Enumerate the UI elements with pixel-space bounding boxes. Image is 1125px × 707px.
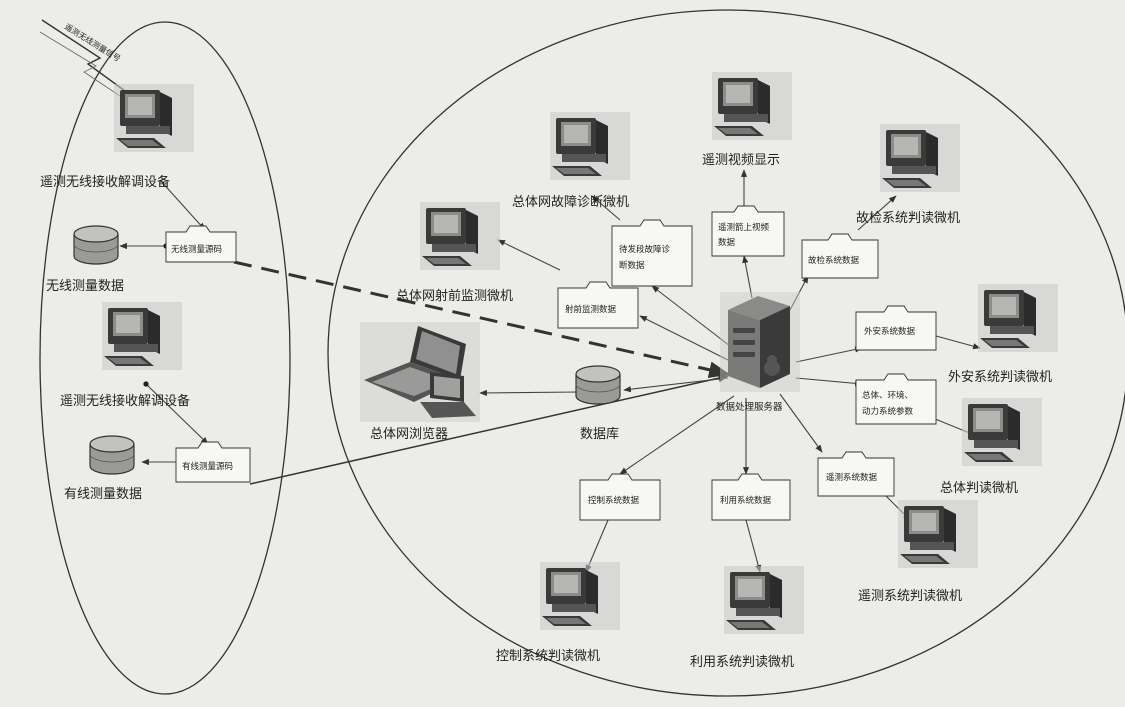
rx2-computer-icon bbox=[102, 302, 182, 370]
link-server-video bbox=[742, 255, 753, 299]
right-zone bbox=[327, 9, 1125, 697]
left-zone bbox=[39, 21, 291, 695]
prelaunch-computer-icon bbox=[420, 202, 500, 270]
video-data-line2: 数据 bbox=[718, 237, 736, 248]
overall-computer-icon bbox=[962, 398, 1042, 466]
link-safety-pc bbox=[935, 335, 981, 350]
browser-label: 总体网浏览器 bbox=[370, 426, 448, 442]
fault-pc-label: 总体网故障诊断微机 bbox=[512, 195, 629, 210]
link-rx1-wirelesscode bbox=[159, 179, 206, 231]
link-server-power bbox=[795, 377, 863, 387]
wireless-code-label: 无线测量源码 bbox=[171, 244, 222, 255]
fault-data-box: 待发段故障诊 断数据 bbox=[611, 219, 693, 287]
wired-code-box: 有线测量源码 bbox=[175, 441, 251, 483]
link-server-control bbox=[619, 395, 735, 475]
browser-laptop-icon bbox=[360, 322, 480, 422]
faultcheck-data-label: 故检系统数据 bbox=[808, 255, 860, 266]
link-rx2-wiredcode bbox=[143, 381, 209, 445]
wired-code-label: 有线测量源码 bbox=[182, 461, 233, 472]
faultcheck-pc-label: 故检系统判读微机 bbox=[856, 211, 960, 226]
video-computer-icon bbox=[712, 72, 792, 140]
database-label: 数据库 bbox=[580, 426, 619, 442]
power-data-line2: 动力系统参数 bbox=[862, 406, 914, 417]
link-faultcheck-pc bbox=[857, 195, 897, 231]
signal-lightning-icon bbox=[39, 19, 133, 101]
safety-data-box: 外安系统数据 bbox=[855, 305, 937, 351]
video-data-line1: 遥测箭上视频 bbox=[718, 222, 770, 233]
telemetry-data-label: 遥测系统数据 bbox=[826, 472, 878, 483]
control-computer-icon bbox=[540, 562, 620, 630]
server-label: 数据处理服务器 bbox=[716, 401, 783, 413]
wireless-db-label: 无线测量数据 bbox=[46, 279, 124, 294]
utilization-pc-label: 利用系统判读微机 bbox=[690, 655, 794, 670]
link-wiredcode-server bbox=[249, 373, 730, 485]
power-data-box: 总体、环境、 动力系统参数 bbox=[855, 373, 937, 425]
prelaunch-pc-label: 总体网射前监测微机 bbox=[396, 288, 513, 304]
link-server-telemetry bbox=[779, 393, 823, 453]
video-data-box: 遥测箭上视频 数据 bbox=[711, 205, 785, 257]
link-server-faultcheck bbox=[789, 275, 809, 311]
rx1-label: 遥测无线接收解调设备 bbox=[40, 174, 170, 190]
safety-pc-label: 外安系统判读微机 bbox=[948, 370, 1052, 385]
telemetry-data-box: 遥测系统数据 bbox=[817, 451, 895, 497]
link-utilization-pc bbox=[745, 519, 762, 573]
faultcheck-computer-icon bbox=[880, 124, 960, 192]
link-server-safety bbox=[795, 346, 863, 363]
telemetry-pc-label: 遥测系统判读微机 bbox=[858, 589, 962, 604]
prelaunch-data-box: 射前监测数据 bbox=[557, 281, 639, 329]
wireless-code-box: 无线测量源码 bbox=[165, 225, 237, 263]
power-data-line1: 总体、环境、 bbox=[862, 390, 913, 401]
link-server-db bbox=[623, 377, 729, 393]
wireless-db-icon bbox=[73, 225, 119, 265]
fault-data-line2: 断数据 bbox=[619, 260, 645, 271]
link-wirelesscode-server-dashed bbox=[233, 260, 731, 379]
safety-data-label: 外安系统数据 bbox=[864, 326, 916, 337]
link-fault-pc bbox=[591, 195, 621, 221]
control-pc-label: 控制系统判读微机 bbox=[496, 649, 600, 664]
control-data-box: 控制系统数据 bbox=[579, 473, 661, 521]
faultcheck-data-box: 故检系统数据 bbox=[801, 233, 879, 279]
rx1-computer-icon bbox=[114, 84, 194, 152]
database-icon bbox=[575, 365, 621, 405]
overall-pc-label: 总体判读微机 bbox=[940, 481, 1018, 496]
safety-computer-icon bbox=[978, 284, 1058, 352]
server-icon bbox=[720, 292, 800, 392]
link-db-browser bbox=[479, 389, 581, 397]
telemetry-computer-icon bbox=[898, 500, 978, 568]
utilization-data-box: 利用系统数据 bbox=[711, 473, 791, 521]
utilization-data-label: 利用系统数据 bbox=[720, 495, 772, 506]
fault-data-line1: 待发段故障诊 bbox=[619, 244, 671, 255]
wired-db-label: 有线测量数据 bbox=[64, 487, 142, 502]
video-pc-label: 遥测视频显示 bbox=[702, 153, 780, 168]
link-prelaunch-pc bbox=[497, 239, 561, 271]
fault-computer-icon bbox=[550, 112, 630, 180]
link-server-fault bbox=[651, 285, 731, 347]
rx2-label: 遥测无线接收解调设备 bbox=[60, 393, 190, 409]
utilization-computer-icon bbox=[724, 566, 804, 634]
link-server-prelaunch bbox=[639, 315, 729, 361]
prelaunch-data-label: 射前监测数据 bbox=[565, 304, 617, 315]
wired-db-icon bbox=[89, 435, 135, 475]
control-data-label: 控制系统数据 bbox=[588, 495, 640, 506]
signal-label: 遥测无线测量信号 bbox=[63, 21, 123, 63]
